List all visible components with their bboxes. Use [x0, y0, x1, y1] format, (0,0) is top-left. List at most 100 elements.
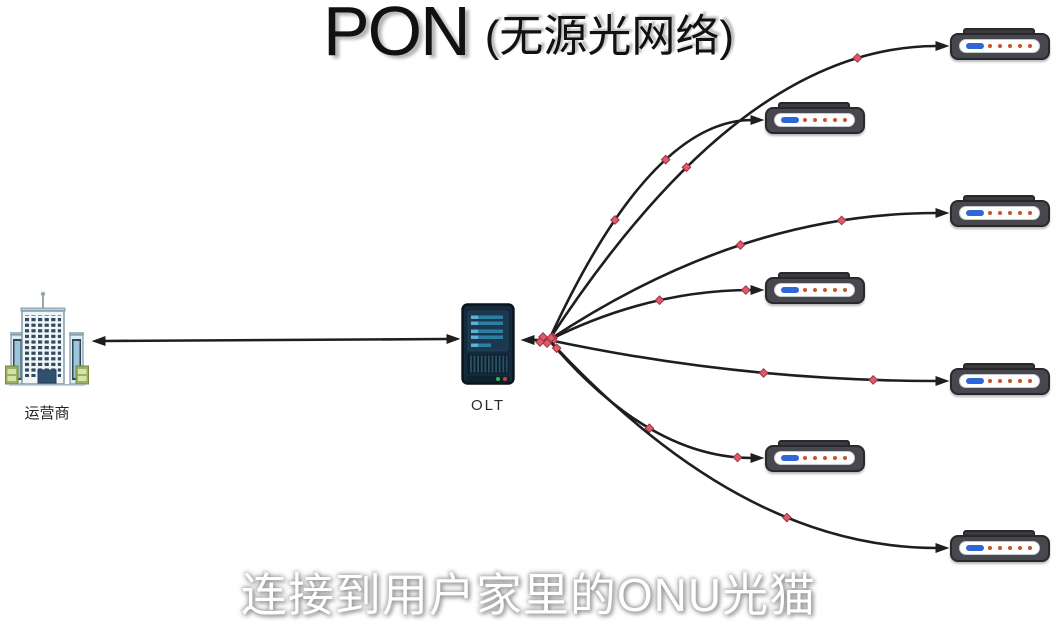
onu-led-dot: [803, 117, 807, 122]
light-pulse-dot: [758, 368, 769, 378]
onu-status-panel: [774, 450, 855, 465]
light-pulse-dot: [836, 215, 847, 226]
onu-led-dot: [803, 287, 807, 292]
onu-status-panel: [774, 112, 855, 127]
onu-led-dot: [813, 455, 817, 460]
light-pulse-dot: [660, 154, 671, 165]
olt-server-icon: [461, 303, 515, 385]
onu-power-led: [966, 42, 984, 49]
onu-power-led: [966, 377, 984, 384]
onu-body: [765, 444, 865, 472]
onu-led-dot: [803, 455, 807, 460]
onu-body: [950, 367, 1050, 395]
olt-red-led: [503, 377, 507, 381]
onu-body: [765, 276, 865, 304]
onu-led-dot: [813, 117, 817, 122]
onu-indicator-lights: [803, 117, 847, 122]
onu-led-dot: [1008, 378, 1012, 383]
onu-mid-2: [765, 271, 865, 304]
fibre-link: [547, 338, 950, 386]
onu-led-dot: [833, 287, 837, 292]
light-pulse-dot: [852, 53, 863, 63]
trunk-link: [91, 334, 461, 346]
light-pulse-dot: [546, 333, 556, 343]
onu-led-dot: [998, 210, 1002, 215]
onu-led-dot: [988, 43, 992, 48]
onu-led-dot: [1018, 43, 1022, 48]
onu-power-led: [781, 454, 799, 461]
onu-led-dot: [988, 378, 992, 383]
onu-mid-3: [765, 439, 865, 472]
onu-led-dot: [998, 43, 1002, 48]
provider-node: 运营商: [5, 290, 89, 423]
light-pulse-dot: [735, 240, 746, 250]
onu-indicator-lights: [988, 545, 1032, 550]
onu-led-dot: [843, 455, 847, 460]
onu-body: [950, 534, 1050, 562]
light-pulse-dot: [610, 214, 620, 225]
onu-right-3: [950, 362, 1050, 395]
onu-led-dot: [1008, 210, 1012, 215]
onu-status-panel: [959, 205, 1040, 220]
onu-led-dot: [988, 210, 992, 215]
light-pulse-dot: [654, 295, 665, 306]
onu-right-1: [950, 27, 1050, 60]
onu-led-dot: [1018, 545, 1022, 550]
fibre-link: [547, 338, 950, 553]
onu-right-2: [950, 194, 1050, 227]
onu-status-panel: [959, 38, 1040, 53]
onu-status-panel: [774, 282, 855, 297]
onu-led-dot: [998, 545, 1002, 550]
onu-body: [950, 199, 1050, 227]
olt-label: OLT: [470, 397, 506, 414]
light-pulse-dot: [740, 285, 751, 295]
provider-label: 运营商: [24, 405, 70, 422]
onu-body: [765, 106, 865, 134]
fibre-link: [547, 285, 765, 342]
onu-led-dot: [1028, 378, 1032, 383]
fibre-link: [547, 115, 765, 342]
onu-led-dot: [1028, 210, 1032, 215]
onu-led-dot: [813, 287, 817, 292]
light-pulse-dot: [681, 162, 692, 173]
onu-led-dot: [1018, 210, 1022, 215]
onu-led-dot: [1008, 545, 1012, 550]
onu-status-panel: [959, 373, 1040, 388]
light-pulse-dot: [535, 337, 545, 347]
onu-led-dot: [823, 117, 827, 122]
onu-power-led: [966, 209, 984, 216]
onu-right-4: [950, 529, 1050, 562]
office-building-icon: [5, 291, 89, 386]
olt-green-led: [496, 377, 500, 381]
fibre-link: [547, 41, 950, 342]
onu-led-dot: [843, 117, 847, 122]
onu-led-dot: [1008, 43, 1012, 48]
onu-indicator-lights: [988, 378, 1032, 383]
onu-body: [950, 32, 1050, 60]
onu-indicator-lights: [803, 455, 847, 460]
light-pulse-dot: [551, 343, 562, 354]
onu-power-led: [781, 116, 799, 123]
onu-led-dot: [833, 455, 837, 460]
light-pulse-dot: [781, 512, 792, 523]
onu-led-dot: [1018, 378, 1022, 383]
onu-indicator-lights: [988, 210, 1032, 215]
onu-led-dot: [1028, 545, 1032, 550]
onu-power-led: [966, 544, 984, 551]
onu-indicator-lights: [988, 43, 1032, 48]
onu-led-dot: [843, 287, 847, 292]
light-pulse-dot: [868, 374, 879, 385]
onu-status-panel: [959, 540, 1040, 555]
onu-led-dot: [1028, 43, 1032, 48]
onu-led-dot: [823, 455, 827, 460]
onu-led-dot: [998, 378, 1002, 383]
onu-power-led: [781, 286, 799, 293]
light-pulse-dot: [644, 423, 655, 434]
onu-led-dot: [823, 287, 827, 292]
onu-led-dot: [988, 545, 992, 550]
olt-node: OLT: [461, 303, 515, 414]
onu-indicator-lights: [803, 287, 847, 292]
onu-led-dot: [833, 117, 837, 122]
